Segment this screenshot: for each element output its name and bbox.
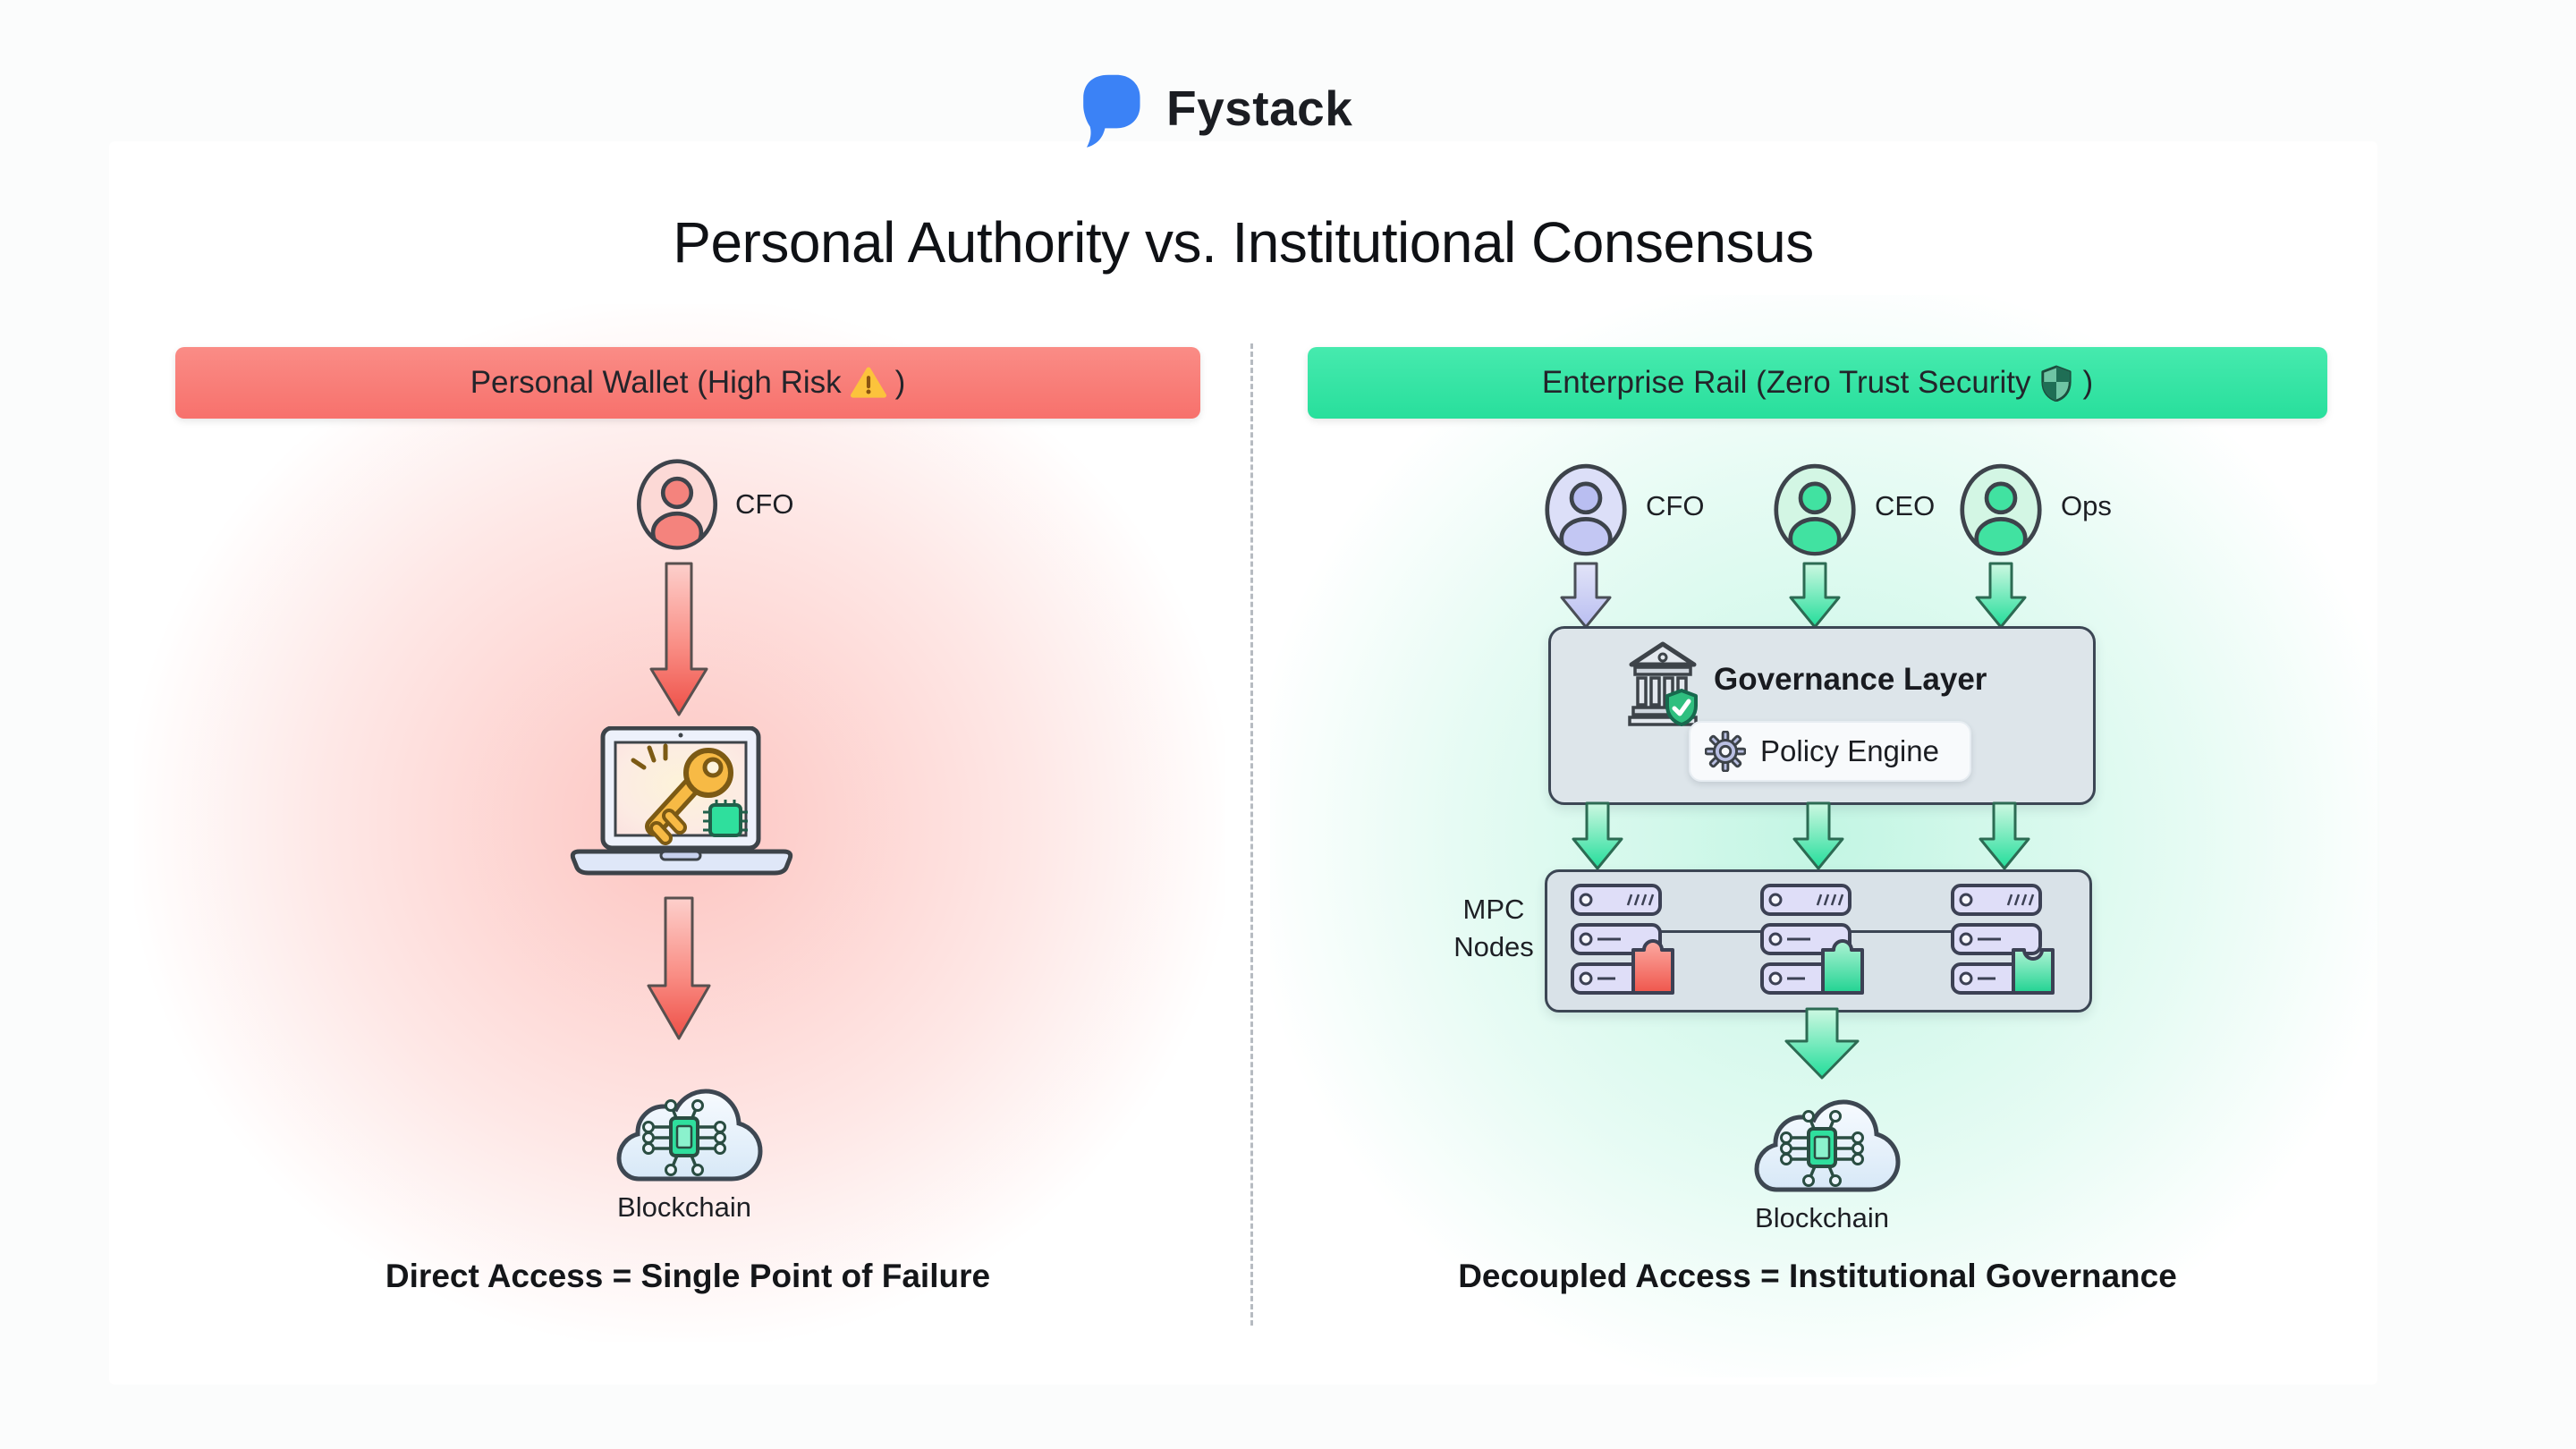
mpc-server-node-1 [1571,884,1680,996]
personal-wallet-banner-suffix: ) [894,365,906,400]
cfo-avatar-right [1544,458,1628,562]
ops-label: Ops [2061,490,2112,521]
down-arrow-lavender [1558,562,1614,630]
page-title: Personal Authority vs. Institutional Con… [673,210,1814,275]
down-arrow-green-2 [1973,562,2029,630]
left-caption: Direct Access = Single Point of Failure [385,1258,991,1294]
ceo-label: CEO [1875,490,1936,521]
governance-layer-title: Governance Layer [1714,662,1987,697]
down-arrow-green-big [1784,1007,1860,1080]
cfo-label-left: CFO [735,488,794,520]
warning-icon [850,366,886,400]
laptop-private-key-icon [569,726,794,891]
panel-divider [1250,343,1253,1326]
mpc-label-line1: MPC [1462,894,1525,925]
mpc-nodes-label: MPC Nodes [1427,891,1561,966]
enterprise-rail-banner-text: Enterprise Rail (Zero Trust Security [1541,365,2031,400]
blockchain-cloud-icon-left [592,1072,776,1191]
policy-engine-label: Policy Engine [1760,734,1939,767]
down-arrow-green-5 [1977,801,2032,871]
down-arrow-green-4 [1791,801,1846,871]
right-caption: Decoupled Access = Institutional Governa… [1458,1258,2177,1294]
down-arrow-green-3 [1570,801,1625,871]
shield-icon [2039,364,2073,402]
enterprise-rail-banner-suffix: ) [2082,365,2094,400]
ceo-avatar [1773,458,1857,562]
blockchain-label-left: Blockchain [617,1191,751,1223]
bank-shield-icon [1626,640,1699,732]
mpc-label-line2: Nodes [1453,931,1534,962]
blockchain-cloud-icon-right [1730,1082,1914,1202]
down-arrow-red-2 [646,896,712,1041]
personal-wallet-banner-text: Personal Wallet (High Risk [470,365,842,400]
mpc-server-node-2 [1760,884,1869,996]
ops-avatar [1959,458,2043,562]
enterprise-rail-banner: Enterprise Rail (Zero Trust Security ) [1308,347,2327,419]
cfo-label-right: CFO [1646,490,1705,521]
policy-engine-pill: Policy Engine [1689,721,1971,782]
brand-header: Fystack [1073,66,1352,150]
personal-wallet-banner: Personal Wallet (High Risk ) [175,347,1200,419]
gear-icon [1705,731,1746,772]
blockchain-label-right: Blockchain [1755,1202,1889,1233]
cfo-avatar-left [633,458,721,551]
mpc-server-node-3 [1951,884,2060,996]
brand-name: Fystack [1166,80,1353,136]
down-arrow-green-1 [1787,562,1843,630]
chat-bubble-logo-icon [1073,68,1147,148]
down-arrow-red-1 [648,562,710,717]
